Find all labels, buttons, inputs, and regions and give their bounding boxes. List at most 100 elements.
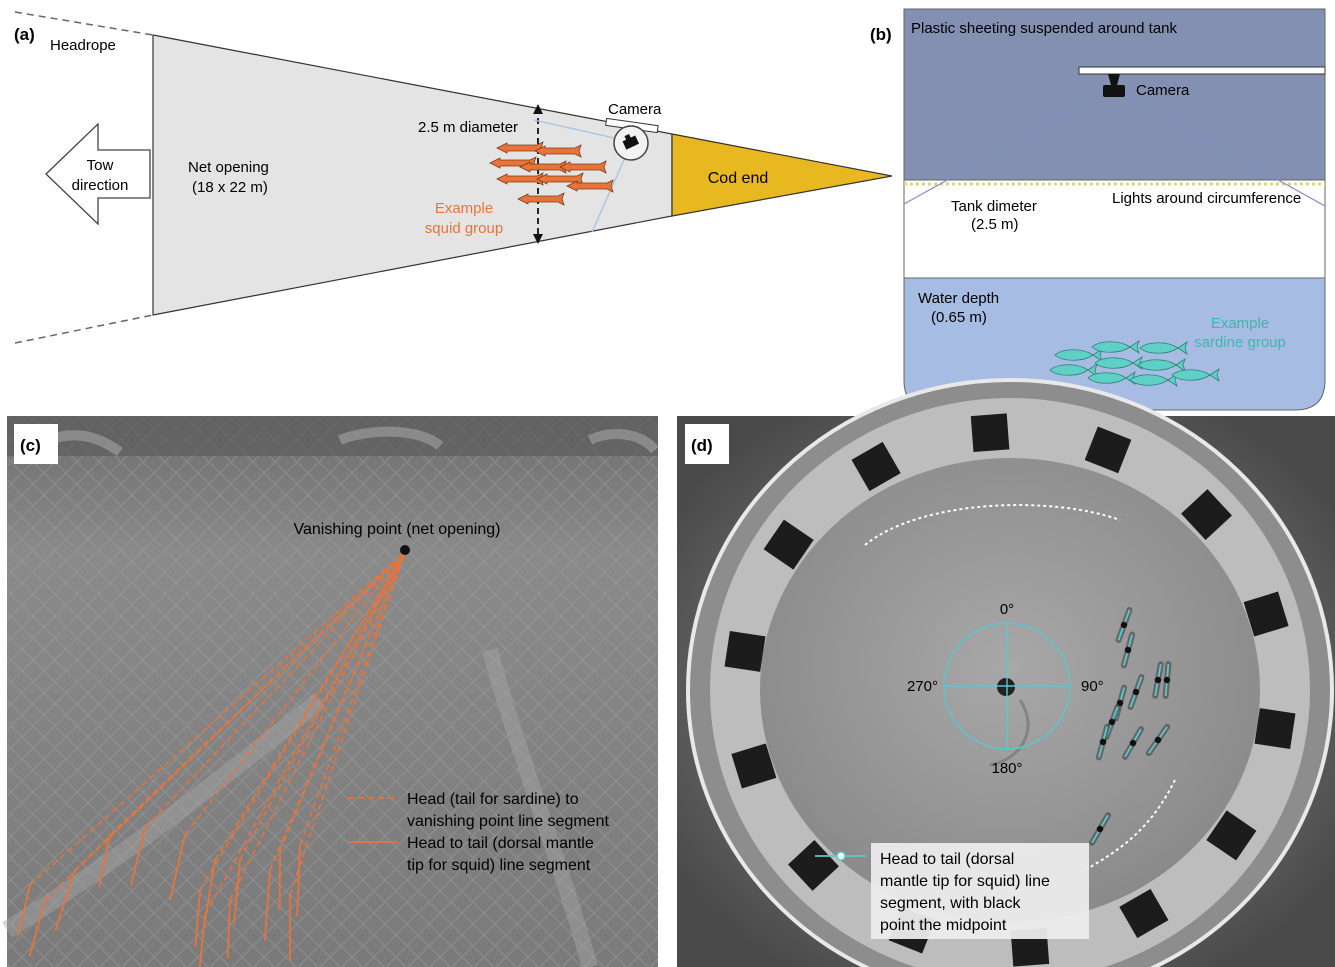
squid-label-line2: squid group xyxy=(425,220,503,237)
vanishing-segment-line xyxy=(109,551,406,836)
sardine-icon xyxy=(1129,373,1178,387)
squid-group xyxy=(489,141,614,206)
fish-midpoint xyxy=(1132,688,1140,696)
sardine-label-line1: Example xyxy=(1211,315,1269,332)
sardine-icon xyxy=(1049,363,1098,377)
wall-patch xyxy=(763,519,814,570)
wall-patch xyxy=(731,743,777,789)
vanishing-segment-line xyxy=(279,551,406,851)
squid-icon xyxy=(559,160,607,174)
tank-label-line2: (2.5 m) xyxy=(971,216,1019,233)
tank-drain xyxy=(997,678,1015,696)
footrope-dashed-line xyxy=(14,314,154,344)
squid-icon xyxy=(536,172,584,186)
wall-patch xyxy=(1084,426,1132,474)
fish-midpoint xyxy=(1096,825,1104,833)
legend-d-line3: segment, with black xyxy=(880,895,1022,912)
legend-solid-line1: Head to tail (dorsal mantle xyxy=(407,835,594,852)
legend-dashed-line2: vanishing point line segment xyxy=(407,813,609,830)
rope-right xyxy=(587,429,659,454)
fish-midpoint xyxy=(1154,736,1162,744)
depth-label-line1: Water depth xyxy=(918,290,999,307)
diameter-arrow-top xyxy=(533,104,543,114)
vanishing-segment-line xyxy=(239,551,406,861)
head-tail-segment-line xyxy=(28,899,46,957)
head-tail-segment-line xyxy=(296,844,301,917)
camera-view-line-right xyxy=(1112,87,1326,207)
legend-d-line2: mantle tip for squid) line xyxy=(880,873,1050,890)
fish-midpoint xyxy=(1108,718,1116,726)
panel-d-letter: (d) xyxy=(691,436,713,455)
tow-direction-arrow xyxy=(45,122,151,226)
head-tail-segment-line xyxy=(194,889,201,948)
panel-c-letter-box xyxy=(14,424,58,464)
wall-patch xyxy=(1119,888,1169,939)
tow-label-line2: direction xyxy=(72,177,129,194)
angle-90-label: 90° xyxy=(1081,678,1104,695)
camera-view-line-left xyxy=(903,87,1114,205)
wall-patch xyxy=(851,441,901,492)
angle-reference-circle xyxy=(943,622,1071,750)
vanishing-segment-line xyxy=(199,551,406,891)
vanishing-point-dot xyxy=(400,545,410,555)
diameter-arrow-bottom xyxy=(533,234,543,244)
light-strip-bottom xyxy=(1084,779,1176,871)
wall-patch xyxy=(1254,708,1296,750)
net-seam-right xyxy=(482,647,598,967)
diameter-label: 2.5 m diameter xyxy=(418,119,518,136)
net-opening-line2: (18 x 22 m) xyxy=(192,179,268,196)
tank-wall-patches xyxy=(724,413,1296,967)
camera-beam xyxy=(1078,66,1326,75)
rope-middle xyxy=(338,426,444,450)
camera-icon xyxy=(622,133,640,150)
vanishing-segment-line xyxy=(144,551,406,829)
wall-patch xyxy=(970,413,1010,453)
squid-icon xyxy=(517,192,565,206)
fish-midpoint xyxy=(1120,621,1128,629)
track-lines xyxy=(17,551,406,967)
head-tail-segment-line xyxy=(263,869,271,941)
wall-patch xyxy=(1181,489,1232,541)
vanishing-segment-line xyxy=(214,551,406,861)
sardine-icon xyxy=(1137,358,1186,372)
head-tail-segment-line xyxy=(203,859,216,928)
net-mesh-texture xyxy=(7,416,658,967)
squid-icon xyxy=(534,144,582,158)
sardine-icon xyxy=(1054,348,1103,362)
floor-mark xyxy=(989,699,1030,767)
legend-midpoint-swatch xyxy=(836,851,846,861)
sardine-icon xyxy=(1171,368,1220,382)
head-tail-segment-line xyxy=(17,884,31,937)
sardine-icon xyxy=(1094,356,1143,370)
vanishing-segment-line xyxy=(29,551,406,886)
legend-d-line4: point the midpoint xyxy=(880,917,1007,934)
panel-d: 0° 90° 180° 270° (d) Head to tail (dorsa… xyxy=(677,378,1335,967)
fish-midpoint xyxy=(1099,738,1107,746)
panel-c: (c) Vanishing point (net opening) Head (… xyxy=(2,416,659,967)
panel-a-letter: (a) xyxy=(14,25,35,44)
fish-midpoint xyxy=(1129,739,1137,747)
wall-patch xyxy=(724,630,766,672)
tank-label-line1: Tank dimeter xyxy=(951,198,1037,215)
vanishing-segment-line xyxy=(299,551,406,846)
fish-midpoint xyxy=(1124,646,1132,654)
panel-c-letter: (c) xyxy=(20,436,41,455)
head-tail-segment-line xyxy=(169,834,186,900)
panel-b: (b) Camera Plastic sheeting suspended ar… xyxy=(870,8,1326,411)
sardine-icon xyxy=(1091,340,1140,354)
net-seam-left xyxy=(2,692,326,938)
head-tail-segment-line xyxy=(54,869,76,931)
angle-180-label: 180° xyxy=(991,760,1022,777)
legend-d-line1: Head to tail (dorsal xyxy=(880,851,1014,868)
codend-shape xyxy=(671,133,893,217)
panel-d-letter-box xyxy=(685,424,729,464)
net-opening-line1: Net opening xyxy=(188,159,269,176)
vanishing-segment-line xyxy=(289,551,406,896)
squid-label-line1: Example xyxy=(435,200,493,217)
fish-midpoint xyxy=(1163,676,1171,684)
headrope-dashed-line xyxy=(14,11,154,36)
fish-midpoint xyxy=(1154,676,1162,684)
sardine-group xyxy=(1049,340,1220,387)
sheeting-label: Plastic sheeting suspended around tank xyxy=(911,20,1178,37)
